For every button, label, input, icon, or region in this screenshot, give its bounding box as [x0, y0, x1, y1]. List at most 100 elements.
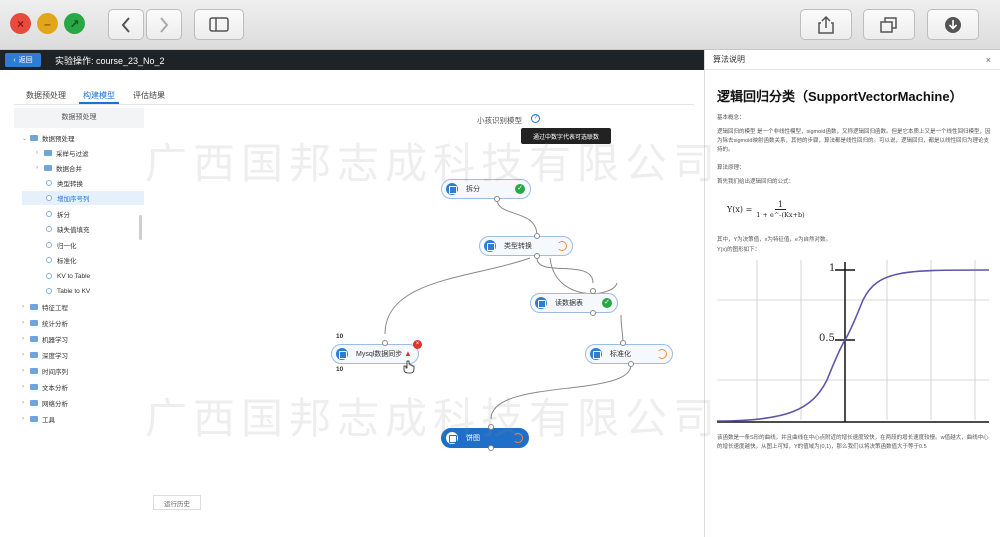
help-icon[interactable]: ?	[531, 114, 540, 123]
output-port[interactable]	[534, 253, 540, 259]
chevron-down-icon: ⌄	[22, 135, 28, 142]
tabs-button[interactable]	[863, 9, 915, 40]
tree-label: 特征工程	[42, 305, 68, 312]
chevron-right-icon: ›	[22, 416, 24, 422]
input-port[interactable]	[620, 340, 626, 346]
run-history-button[interactable]: 运行历史	[153, 495, 201, 510]
download-button[interactable]	[927, 9, 979, 40]
principle-text: 首先我们给出逻辑回归的公式：	[717, 179, 795, 185]
back-nav-button[interactable]	[108, 9, 144, 40]
workflow-canvas[interactable]: 小孩识别模型 ? 通过中数字代表可选联数 拆分 ✓ 类型转换 读数据表 ✓	[145, 108, 697, 488]
tree-item-type-convert[interactable]: 类型转换	[46, 176, 144, 190]
workflow-node-type-convert[interactable]: 类型转换	[479, 236, 573, 256]
table-node-icon	[336, 348, 348, 360]
workflow-node-pie-chart[interactable]: 饼图	[441, 428, 529, 448]
close-icon[interactable]: ×	[985, 55, 991, 65]
tab-build-model[interactable]: 构建模型	[83, 91, 115, 100]
running-spinner-icon	[557, 241, 567, 251]
tree-folder-feature[interactable]: › 特征工程	[22, 300, 68, 314]
chevron-right-icon: ›	[22, 304, 24, 310]
input-port[interactable]	[534, 233, 540, 239]
basic-concept-label: 基本概念：	[717, 115, 745, 121]
output-port[interactable]	[488, 445, 494, 451]
share-button[interactable]	[800, 9, 852, 40]
output-port[interactable]	[628, 361, 634, 367]
tree-folder-sampling[interactable]: ›采样与过滤	[36, 146, 89, 160]
back-label: 返回	[18, 57, 33, 64]
tree-label: 网络分析	[42, 401, 68, 408]
tree-item-kv-to-table[interactable]: KV to Table	[46, 269, 90, 283]
y-tick-one: 1	[829, 263, 836, 274]
folder-icon	[30, 384, 38, 390]
tree-label: 增加序号列	[57, 196, 90, 203]
fullscreen-window-button[interactable]: ↗	[64, 13, 85, 34]
sidebar-scrollbar[interactable]	[139, 215, 142, 240]
success-check-icon: ✓	[515, 184, 525, 194]
workflow-node-mysql-sync[interactable]: Mysql数据同步 ▲ ×	[331, 340, 422, 364]
chevron-left-icon: ‹	[13, 56, 16, 64]
tree-label: 类型转换	[57, 181, 83, 188]
tree-folder-tools[interactable]: › 工具	[22, 412, 55, 426]
tree-label: KV to Table	[57, 272, 91, 280]
panel-title: 算法说明	[713, 55, 745, 64]
tree-folder-preprocess[interactable]: ⌄数据预处理	[22, 131, 75, 145]
output-port[interactable]	[494, 196, 500, 202]
chevron-right-icon: ›	[36, 165, 38, 171]
tree-folder-text[interactable]: ›文本分析	[22, 380, 68, 394]
tree-folder-dl[interactable]: ›深度学习	[22, 348, 68, 362]
node-dot-icon	[46, 273, 52, 279]
tree-folder-merge[interactable]: › 数据合并	[36, 161, 82, 175]
tree-item-normalize[interactable]: 归一化	[46, 238, 77, 252]
tree-label: 工具	[42, 417, 55, 424]
window-toolbar: × – ↗	[0, 0, 1000, 50]
sigmoid-plot: 1 0.5	[716, 260, 990, 428]
tab-preprocess[interactable]: 数据预处理	[26, 91, 66, 100]
node-dot-icon	[46, 242, 52, 248]
success-check-icon: ✓	[602, 298, 612, 308]
curve-description: 该函数是一条S形的曲线，并且曲线在中心点附近的增长速度较快，在两段的增长速度较慢…	[717, 435, 989, 450]
sidebar-icon	[209, 17, 229, 32]
chevron-right-icon: ›	[36, 150, 38, 156]
tree-item-add-index[interactable]: 增加序号列	[22, 191, 144, 205]
sidebar-toggle-button[interactable]	[194, 9, 244, 40]
tree-item-split[interactable]: 拆分	[46, 207, 70, 221]
workflow-node-split[interactable]: 拆分 ✓	[441, 179, 531, 199]
tree-folder-stats[interactable]: ›统计分析	[22, 316, 68, 330]
sigmoid-svg	[716, 260, 990, 428]
forward-nav-button[interactable]	[146, 9, 182, 40]
tree-label: 数据合并	[56, 166, 82, 173]
tree-folder-network[interactable]: ›网络分析	[22, 396, 68, 410]
chevron-right-icon: ›	[22, 384, 24, 390]
node-label: 读数据表	[555, 300, 583, 307]
node-dot-icon	[46, 288, 52, 294]
node-label: 拆分	[466, 186, 480, 193]
chevron-right-icon: ›	[22, 320, 24, 326]
input-port[interactable]	[488, 424, 494, 430]
back-button[interactable]: ‹ 返回	[5, 53, 41, 67]
running-spinner-icon	[513, 433, 523, 443]
tree-folder-timeseries[interactable]: ›时间序列	[22, 364, 68, 378]
basic-concept-text: 逻辑回归的模型 是一个非线性模型，sigmoid函数，又称逻辑回归函数。但是它本…	[717, 129, 991, 153]
tree-item-standardize[interactable]: 标准化	[46, 253, 77, 267]
tree-folder-ml[interactable]: ›机器学习	[22, 332, 68, 346]
error-close-icon[interactable]: ×	[413, 340, 422, 349]
tree-label: 深度学习	[42, 353, 68, 360]
input-port[interactable]	[590, 288, 596, 294]
minimize-window-button[interactable]: –	[37, 13, 58, 34]
tab-evaluate[interactable]: 评估结果	[133, 91, 165, 100]
folder-icon	[30, 320, 38, 326]
tree-item-missing-fill[interactable]: 缺失值填充	[46, 222, 90, 236]
output-port[interactable]	[590, 310, 596, 316]
close-window-button[interactable]: ×	[10, 13, 31, 34]
node-dot-icon	[46, 226, 52, 232]
workflow-node-read-table[interactable]: 读数据表 ✓	[530, 293, 618, 313]
table-node-icon	[446, 183, 458, 195]
copy-tabs-icon	[880, 16, 897, 33]
tabs-divider	[14, 104, 694, 105]
algorithm-title: 逻辑回归分类（SupportVectorMachine）	[717, 89, 963, 104]
tree-label: 机器学习	[42, 337, 68, 344]
chevron-right-icon: ›	[22, 368, 24, 374]
tree-item-table-to-kv[interactable]: Table to KV	[46, 284, 90, 298]
node-dot-icon	[46, 257, 52, 263]
input-port[interactable]	[382, 340, 388, 346]
